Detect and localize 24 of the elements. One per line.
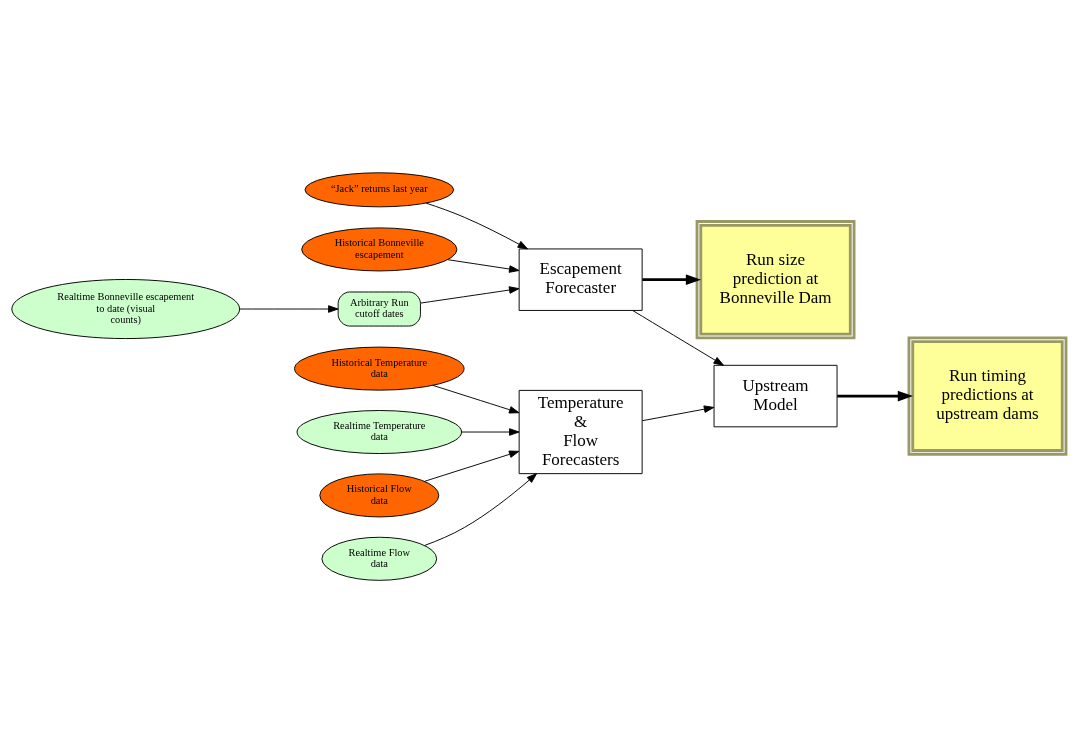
arrow bbox=[837, 390, 913, 402]
arrow bbox=[641, 405, 715, 422]
arrow bbox=[424, 450, 520, 482]
node-ellipse: Realtime Flow data bbox=[321, 536, 438, 581]
node-box: Upstream Model bbox=[713, 364, 838, 428]
arrow bbox=[420, 286, 520, 304]
node-ellipse: Historical Flow data bbox=[319, 473, 440, 518]
node-box: Arbitrary Run cutoff dates bbox=[337, 291, 421, 327]
node-ellipse: Realtime Bonneville escapement to date (visual counts) bbox=[11, 279, 241, 340]
arrow bbox=[447, 259, 520, 273]
node-ellipse: Realtime Temperature data bbox=[296, 410, 463, 455]
node-box: Temperature & Flow Forecasters bbox=[518, 389, 643, 475]
node-box: Escapement Forecaster bbox=[518, 248, 643, 311]
arrow bbox=[432, 384, 520, 414]
arrow bbox=[461, 428, 520, 436]
node-box: Run timing predictions at upstream dams bbox=[907, 336, 1068, 456]
arrow bbox=[239, 305, 339, 313]
node-ellipse: Historical Temperature data bbox=[294, 346, 465, 391]
arrow bbox=[424, 473, 537, 546]
arrow bbox=[632, 310, 724, 366]
node-ellipse: Historical Bonneville escapement bbox=[301, 227, 458, 272]
arrow bbox=[425, 202, 528, 250]
node-ellipse: “Jack” returns last year bbox=[304, 172, 455, 208]
arrow bbox=[642, 274, 702, 285]
